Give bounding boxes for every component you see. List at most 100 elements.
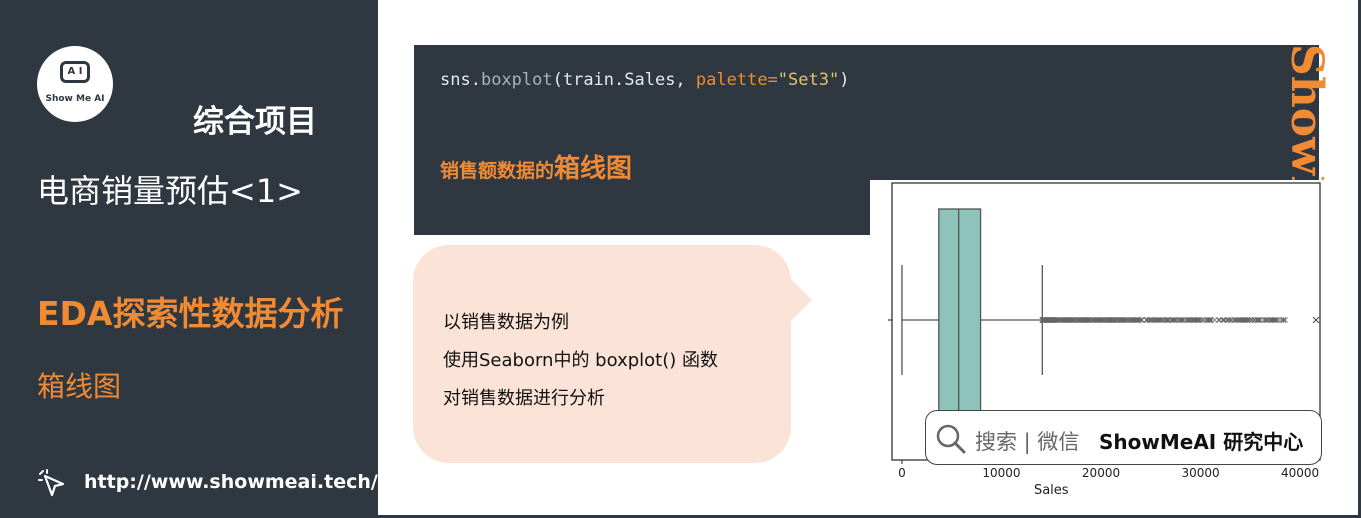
outlier-point <box>1216 317 1223 323</box>
outlier-point <box>1044 317 1050 323</box>
outlier-point <box>1253 317 1260 323</box>
outlier-point <box>1178 317 1184 323</box>
box-iqr <box>938 208 982 432</box>
outlier-point <box>1110 317 1116 323</box>
outlier-point <box>1164 317 1171 323</box>
outlier-point <box>1066 317 1072 323</box>
outlier-point <box>1052 317 1058 323</box>
outlier-point <box>1242 317 1248 323</box>
outlier-point <box>1095 317 1102 323</box>
speech-bubble-tail <box>780 268 812 332</box>
outlier-point <box>1233 317 1240 323</box>
code-close: ) <box>839 70 850 90</box>
outlier-point <box>1156 317 1163 323</box>
outlier-point <box>1107 317 1114 323</box>
outlier-point <box>1185 317 1192 323</box>
outlier-point <box>1139 317 1145 323</box>
outlier-point <box>1150 317 1157 323</box>
outlier-point <box>1264 317 1271 323</box>
outlier-point <box>1163 317 1169 323</box>
sidebar: A I Show Me AI 综合项目 电商销量预估<1> EDA探索性数据分析… <box>0 0 378 518</box>
x-tick-label: 30000 <box>1181 466 1219 480</box>
outlier-point <box>1251 317 1257 323</box>
outlier-point <box>1215 317 1222 323</box>
cursor-click-icon <box>38 469 65 497</box>
x-tick-label: 10000 <box>982 466 1020 480</box>
code-line: sns.boxplot(train.Sales, palette="Set3") <box>440 70 849 90</box>
outlier-point <box>1227 317 1234 323</box>
outlier-point <box>1249 317 1255 323</box>
outlier-point <box>1186 317 1193 323</box>
outlier-point <box>1199 317 1205 323</box>
outlier-point <box>1225 317 1231 323</box>
code-args: (train.Sales, <box>552 70 696 90</box>
code-keyword: palette= <box>695 70 778 90</box>
outlier-point <box>1039 317 1046 323</box>
outlier-point <box>1058 317 1064 323</box>
outlier-point <box>1059 317 1066 323</box>
outlier-point <box>1270 317 1277 323</box>
outlier-point <box>1169 317 1175 323</box>
speech-bubble <box>413 245 791 463</box>
outlier-point <box>1256 317 1262 323</box>
outlier-point <box>1116 317 1123 323</box>
outlier-point <box>1204 317 1210 323</box>
outlier-point <box>1146 317 1152 323</box>
outlier-point <box>1050 317 1057 323</box>
outlier-point <box>1280 317 1287 323</box>
project-title: 电商销量预估<1> <box>37 172 303 210</box>
outlier-point <box>1128 317 1135 323</box>
logo-text: Show Me AI <box>45 94 105 104</box>
outlier-point <box>1152 317 1158 323</box>
outlier-point <box>1079 317 1085 323</box>
outlier-point <box>1138 317 1144 323</box>
x-axis-label: Sales <box>1034 483 1069 498</box>
logo-screen-icon: A I <box>60 61 90 83</box>
outlier-point <box>1119 317 1126 323</box>
outlier-point <box>1124 317 1131 323</box>
outlier-point <box>1206 317 1212 323</box>
outlier-point <box>1242 317 1249 323</box>
code-caption: 销售额数据的箱线图 <box>440 148 632 185</box>
outlier-point <box>1262 317 1269 323</box>
site-url-link[interactable]: http://www.showmeai.tech/ <box>84 471 378 493</box>
search-brand: ShowMeAI 研究中心 <box>1099 430 1304 454</box>
section-subtitle: 箱线图 <box>37 370 122 403</box>
outlier-point <box>1072 317 1078 323</box>
caption-big: 箱线图 <box>554 154 633 184</box>
outlier-point <box>1170 317 1177 323</box>
section-title: EDA探索性数据分析 <box>37 294 344 333</box>
logo-screen-text: A I <box>67 66 83 77</box>
outlier-point <box>1221 317 1227 323</box>
project-label: 综合项目 <box>193 104 317 140</box>
caption-small: 销售额数据的 <box>440 160 555 182</box>
outlier-point <box>1263 317 1270 323</box>
outlier-point <box>1195 317 1201 323</box>
outlier-point <box>1244 317 1250 323</box>
search-icon <box>936 424 966 454</box>
outlier-point <box>1093 317 1100 323</box>
outlier-point <box>1133 317 1140 323</box>
search-text: 搜索 | 微信 <box>975 430 1080 454</box>
wechat-search-bar[interactable] <box>925 410 1322 465</box>
x-tick-label: 20000 <box>1082 466 1120 480</box>
outlier-point <box>1067 317 1073 323</box>
outlier-point <box>1255 317 1262 323</box>
outlier-point <box>1060 317 1067 323</box>
outlier-point <box>1143 317 1150 323</box>
code-string: "Set3" <box>777 70 840 90</box>
outlier-point <box>1085 317 1092 323</box>
bubble-line-3: 对销售数据进行分析 <box>443 388 605 409</box>
code-function: boxplot <box>480 70 553 90</box>
bubble-line-1: 以销售数据为例 <box>443 312 569 333</box>
code-object: sns. <box>440 70 481 90</box>
outlier-point <box>1100 317 1107 323</box>
outlier-point <box>1282 317 1288 323</box>
outlier-point <box>1211 317 1218 323</box>
outlier-point <box>1077 317 1084 323</box>
outlier-point <box>1269 317 1275 323</box>
bubble-line-2: 使用Seaborn中的 boxplot() 函数 <box>443 350 718 371</box>
outlier-point <box>1157 317 1164 323</box>
outlier-point <box>1275 317 1282 323</box>
outlier-point <box>1312 316 1320 324</box>
